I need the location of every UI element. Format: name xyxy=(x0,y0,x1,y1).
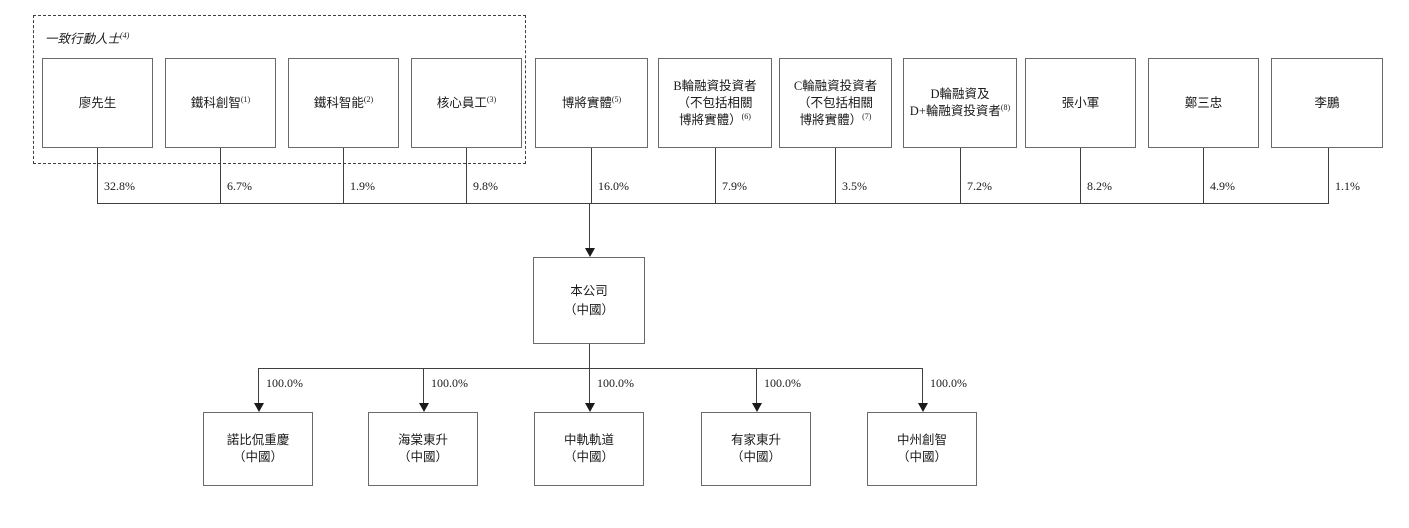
shareholder-box-series-c-investors: C輪融資投資者 （不包括相關 博將實體）(7) xyxy=(779,58,892,148)
shareholder-name: 鄭三忠 xyxy=(1184,95,1223,110)
subsidiary-percentage: 100.0% xyxy=(431,376,468,390)
connector-line xyxy=(258,368,259,404)
shareholder-box-series-d-investors: D輪融資及 D+輪融資投資者(8) xyxy=(903,58,1017,148)
connector-line xyxy=(756,368,757,404)
subsidiary-percentage: 100.0% xyxy=(266,376,303,390)
shareholder-box-liao: 廖先生 xyxy=(42,58,153,148)
shareholder-name: 博將實體）(6) xyxy=(679,111,751,127)
shareholder-name: B輪融資投資者 xyxy=(673,78,757,93)
subsidiary-region: （中國） xyxy=(730,450,781,464)
connector-line xyxy=(220,148,221,203)
concert-parties-group-box xyxy=(33,15,526,164)
arrow-down-icon xyxy=(752,403,762,412)
subsidiary-name: 諾比侃重慶 xyxy=(226,433,290,447)
shareholder-box-li-peng: 李鵬 xyxy=(1271,58,1383,148)
ownership-percentage: 7.9% xyxy=(722,179,747,193)
company-region: （中國） xyxy=(563,302,614,317)
shareholder-name: C輪融資投資者 xyxy=(793,78,878,93)
shareholder-box-series-b-investors: B輪融資投資者 （不包括相關 博將實體）(6) xyxy=(658,58,772,148)
connector-line xyxy=(960,148,961,203)
connector-line xyxy=(835,148,836,203)
ownership-percentage: 32.8% xyxy=(104,179,135,193)
company-box: 本公司 （中國） xyxy=(533,257,645,344)
shareholder-name: （不包括相關 xyxy=(797,95,873,110)
shareholder-name: 鐵科智能(2) xyxy=(313,94,374,110)
shareholder-name: 張小軍 xyxy=(1061,95,1100,110)
shareholder-name: D+輪融資投資者(8) xyxy=(909,102,1011,118)
shareholder-box-bojiang-entities: 博將實體(5) xyxy=(535,58,648,148)
arrow-down-icon xyxy=(585,248,595,257)
company-name: 本公司 xyxy=(570,283,608,298)
shareholder-name: 博將實體）(7) xyxy=(799,111,872,127)
connector-line xyxy=(591,148,592,203)
connector-line xyxy=(922,368,923,404)
ownership-percentage: 16.0% xyxy=(598,179,629,193)
shareholder-name: 李鵬 xyxy=(1314,95,1340,110)
bus-line-bottom xyxy=(258,368,922,369)
shareholder-name: 廖先生 xyxy=(78,95,117,110)
ownership-percentage: 1.1% xyxy=(1335,179,1360,193)
shareholder-box-tieke-chuangzhi: 鐵科創智(1) xyxy=(165,58,276,148)
ownership-percentage: 8.2% xyxy=(1087,179,1112,193)
connector-line xyxy=(1080,148,1081,203)
subsidiary-name: 有家東升 xyxy=(730,433,781,447)
connector-line xyxy=(1203,148,1204,203)
subsidiary-box-youjia-dongsheng: 有家東升 （中國） xyxy=(701,412,811,486)
connector-line xyxy=(343,148,344,203)
subsidiary-name: 中州創智 xyxy=(896,433,947,447)
footnote-sup-4: (4) xyxy=(120,30,130,40)
subsidiary-box-zhongzhou-chuangzhi: 中州創智 （中國） xyxy=(867,412,977,486)
shareholder-box-core-employees: 核心員工(3) xyxy=(411,58,522,148)
ownership-percentage: 6.7% xyxy=(227,179,252,193)
subsidiary-box-haitang-dongsheng: 海棠東升 （中國） xyxy=(368,412,478,486)
arrow-down-icon xyxy=(419,403,429,412)
arrow-down-icon xyxy=(254,403,264,412)
connector-line xyxy=(715,148,716,203)
shareholder-name: 鐵科創智(1) xyxy=(190,94,251,110)
concert-parties-label: 一致行動人士(4) xyxy=(45,28,129,47)
subsidiary-name: 中軌軌道 xyxy=(563,433,614,447)
shareholder-box-tieke-zhineng: 鐵科智能(2) xyxy=(288,58,399,148)
subsidiary-percentage: 100.0% xyxy=(930,376,967,390)
subsidiary-percentage: 100.0% xyxy=(597,376,634,390)
subsidiary-region: （中國） xyxy=(397,450,448,464)
ownership-percentage: 1.9% xyxy=(350,179,375,193)
connector-line xyxy=(423,368,424,404)
connector-line xyxy=(1328,148,1329,203)
arrow-down-icon xyxy=(585,403,595,412)
subsidiary-percentage: 100.0% xyxy=(764,376,801,390)
shareholder-name: 博將實體(5) xyxy=(561,94,622,110)
subsidiary-region: （中國） xyxy=(232,450,283,464)
shareholder-name: 核心員工(3) xyxy=(436,94,497,110)
ownership-percentage: 7.2% xyxy=(967,179,992,193)
connector-line xyxy=(589,203,590,249)
arrow-down-icon xyxy=(918,403,928,412)
shareholder-box-zheng-sanzhong: 鄭三忠 xyxy=(1148,58,1259,148)
connector-line xyxy=(97,148,98,203)
shareholder-name: D輪融資及 xyxy=(930,87,990,101)
ownership-percentage: 4.9% xyxy=(1210,179,1235,193)
concert-parties-label-text: 一致行動人士 xyxy=(45,32,121,46)
ownership-percentage: 9.8% xyxy=(473,179,498,193)
subsidiary-box-zhonggui-guidao: 中軌軌道 （中國） xyxy=(534,412,644,486)
connector-line xyxy=(466,148,467,203)
subsidiary-name: 海棠東升 xyxy=(397,433,448,447)
subsidiary-region: （中國） xyxy=(563,450,614,464)
subsidiary-box-nuobikan-chongqing: 諾比侃重慶 （中國） xyxy=(203,412,313,486)
shareholder-box-zhang-xiaojun: 張小軍 xyxy=(1025,58,1136,148)
bus-line-top xyxy=(97,203,1329,204)
connector-line xyxy=(589,368,590,404)
shareholder-name: （不包括相關 xyxy=(677,95,753,110)
ownership-percentage: 3.5% xyxy=(842,179,867,193)
connector-line xyxy=(589,344,590,368)
subsidiary-region: （中國） xyxy=(896,450,947,464)
